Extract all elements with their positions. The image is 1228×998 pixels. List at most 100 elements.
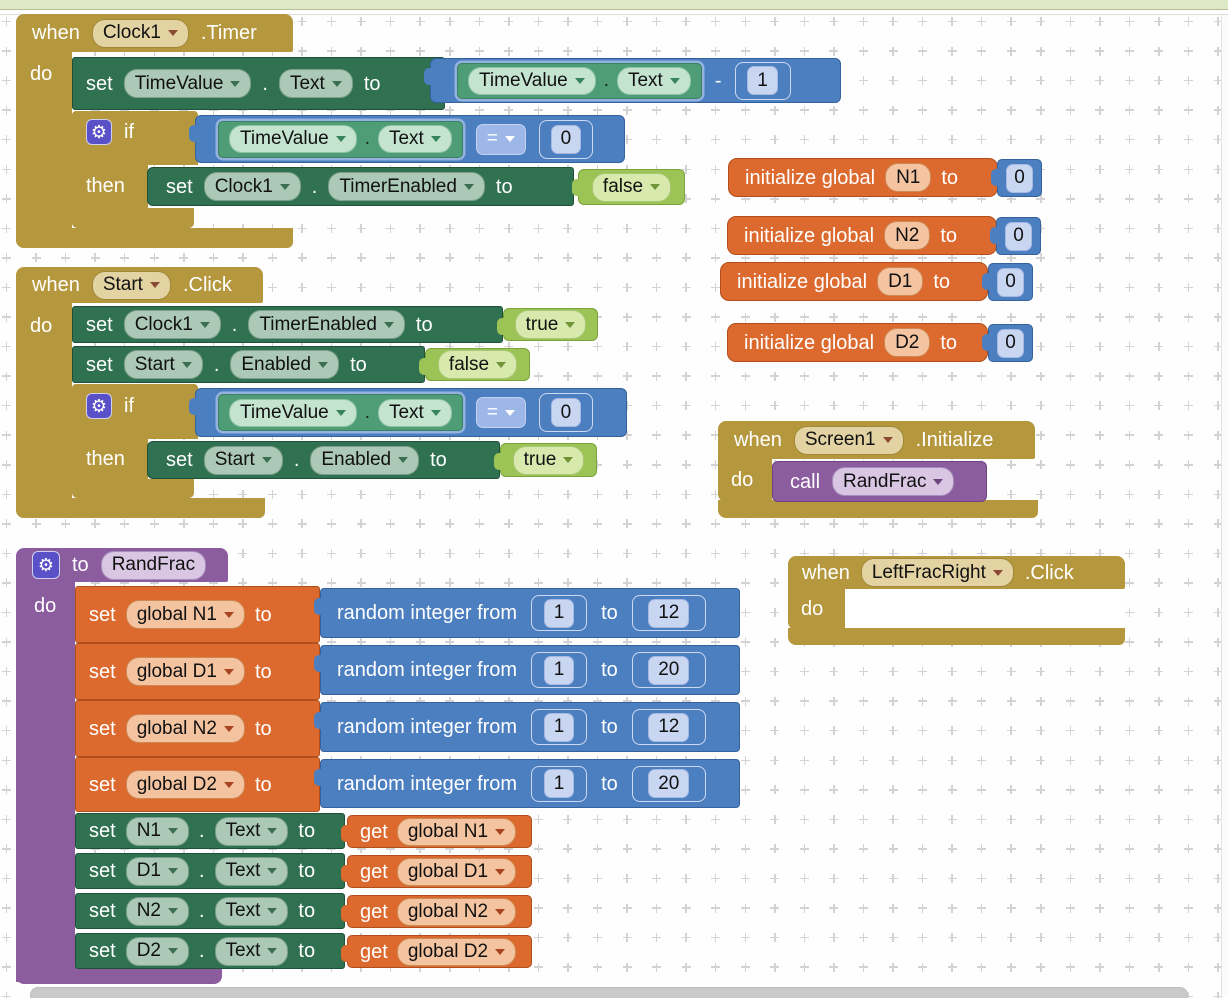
- event-header[interactable]: when LeftFracRight .Click: [788, 556, 1125, 589]
- set-component-text-block[interactable]: set N2 . Text to: [75, 893, 345, 929]
- mutator-gear-icon[interactable]: ⚙: [32, 551, 60, 579]
- value-socket[interactable]: 12: [631, 595, 706, 631]
- set-component-text-block[interactable]: set N1 . Text to: [75, 813, 345, 849]
- logic-dropdown-field[interactable]: true: [514, 310, 587, 339]
- variable-dropdown-field[interactable]: global N2: [125, 714, 245, 743]
- logic-dropdown-field[interactable]: false: [437, 350, 518, 379]
- variable-dropdown-field[interactable]: global N1: [396, 817, 517, 846]
- number-field[interactable]: 0: [1006, 163, 1033, 193]
- property-dropdown-field[interactable]: Enabled: [310, 445, 420, 475]
- procedure-header[interactable]: ⚙ to RandFrac: [16, 548, 228, 582]
- component-getter-block[interactable]: TimeValue . Text: [218, 394, 463, 431]
- logic-dropdown-field[interactable]: true: [512, 445, 585, 475]
- variable-dropdown-field[interactable]: global D1: [396, 857, 517, 886]
- procedure-left-column[interactable]: [16, 580, 75, 982]
- variable-dropdown-field[interactable]: global D1: [125, 657, 245, 686]
- value-socket[interactable]: 1: [531, 709, 588, 745]
- property-dropdown-field[interactable]: Text: [377, 125, 452, 153]
- number-field[interactable]: 12: [648, 598, 690, 628]
- logic-dropdown-field[interactable]: false: [591, 172, 672, 202]
- mutator-gear-icon[interactable]: ⚙: [86, 119, 112, 145]
- procedure-dropdown-field[interactable]: RandFrac: [832, 467, 955, 496]
- component-dropdown-field[interactable]: TimeValue: [123, 69, 252, 98]
- event-block-bottom-bar[interactable]: [788, 628, 1125, 645]
- operator-dropdown-field[interactable]: =: [475, 397, 526, 428]
- operator-dropdown-field[interactable]: =: [475, 123, 526, 155]
- event-block-bottom-bar[interactable]: [16, 498, 265, 518]
- value-socket[interactable]: 1: [531, 652, 588, 688]
- if-block-bottom-bar[interactable]: [72, 208, 194, 228]
- property-dropdown-field[interactable]: Text: [377, 398, 452, 427]
- number-value-block[interactable]: 0: [982, 263, 1033, 301]
- value-socket[interactable]: 0: [538, 393, 593, 432]
- value-socket[interactable]: 1: [531, 595, 588, 631]
- get-global-block[interactable]: get global N1: [341, 815, 532, 848]
- number-field[interactable]: 1: [543, 598, 575, 628]
- component-dropdown-field[interactable]: TimeValue: [229, 125, 357, 153]
- variable-name-field[interactable]: D2: [884, 328, 931, 357]
- number-field[interactable]: 0: [550, 398, 582, 427]
- subtraction-expression-block[interactable]: TimeValue . Text - 1: [424, 58, 841, 103]
- component-dropdown-field[interactable]: N1: [125, 816, 189, 846]
- value-socket[interactable]: 1: [734, 61, 791, 100]
- event-header[interactable]: when Screen1 .Initialize: [718, 421, 1035, 459]
- value-socket[interactable]: 20: [631, 652, 706, 688]
- init-global-block[interactable]: initialize global N1 to: [728, 158, 998, 197]
- number-field[interactable]: 20: [648, 655, 690, 685]
- variable-name-field[interactable]: D1: [877, 267, 924, 296]
- set-timerenabled-block[interactable]: set Clock1 . TimerEnabled to: [147, 167, 574, 206]
- if-block-left-column[interactable]: [72, 163, 148, 209]
- set-global-block[interactable]: set global N2 to: [75, 700, 320, 757]
- property-dropdown-field[interactable]: Text: [214, 936, 289, 966]
- property-dropdown-field[interactable]: Text: [214, 856, 289, 886]
- number-field[interactable]: 1: [543, 712, 575, 742]
- event-block-bottom-bar[interactable]: [718, 500, 1038, 518]
- vertical-scrollbar-track[interactable]: [1221, 15, 1228, 998]
- get-global-block[interactable]: get global D1: [341, 855, 532, 888]
- number-field[interactable]: 12: [648, 712, 690, 742]
- property-dropdown-field[interactable]: TimerEnabled: [248, 310, 405, 339]
- set-start-enabled-block[interactable]: set Start . Enabled to: [72, 346, 425, 383]
- variable-dropdown-field[interactable]: global N2: [396, 897, 517, 926]
- component-getter-block[interactable]: TimeValue . Text: [218, 120, 463, 158]
- procedure-name-field[interactable]: RandFrac: [100, 550, 207, 580]
- logic-true-block[interactable]: true: [494, 443, 597, 477]
- property-dropdown-field[interactable]: TimerEnabled: [328, 172, 485, 201]
- component-dropdown-field[interactable]: N2: [125, 896, 189, 926]
- property-dropdown-field[interactable]: Text: [616, 66, 691, 95]
- variable-dropdown-field[interactable]: global N1: [125, 600, 245, 629]
- value-socket[interactable]: 20: [631, 765, 706, 802]
- set-start-enabled-true-block[interactable]: set Start . Enabled to: [147, 441, 500, 479]
- logic-true-block[interactable]: true: [497, 308, 598, 341]
- component-dropdown-field[interactable]: Start: [91, 270, 171, 300]
- number-field[interactable]: 1: [543, 655, 575, 685]
- horizontal-scrollbar[interactable]: [30, 987, 1188, 998]
- component-dropdown-field[interactable]: D1: [125, 856, 189, 886]
- number-field[interactable]: 0: [550, 124, 582, 154]
- equals-comparison-block[interactable]: TimeValue . Text = 0: [189, 388, 627, 437]
- property-dropdown-field[interactable]: Text: [214, 816, 289, 846]
- component-dropdown-field[interactable]: Clock1: [91, 18, 189, 48]
- component-dropdown-field[interactable]: Clock1: [123, 310, 221, 339]
- variable-dropdown-field[interactable]: global D2: [125, 770, 245, 799]
- number-value-block[interactable]: 0: [990, 217, 1041, 255]
- event-block-bottom-bar[interactable]: [16, 228, 293, 248]
- equals-comparison-block[interactable]: TimeValue . Text = 0: [189, 115, 625, 163]
- logic-false-block[interactable]: false: [572, 169, 685, 205]
- random-integer-block[interactable]: random integer from 1 to 20: [314, 645, 740, 695]
- property-dropdown-field[interactable]: Enabled: [230, 350, 340, 379]
- component-getter-block[interactable]: TimeValue . Text: [457, 62, 702, 99]
- value-socket[interactable]: 0: [538, 119, 593, 159]
- value-socket[interactable]: 1: [531, 765, 588, 802]
- init-global-block[interactable]: initialize global D1 to: [720, 262, 988, 301]
- component-dropdown-field[interactable]: D2: [125, 936, 189, 966]
- if-block-bottom-bar[interactable]: [72, 479, 194, 498]
- random-integer-block[interactable]: random integer from 1 to 12: [314, 588, 740, 638]
- component-dropdown-field[interactable]: Start: [203, 445, 283, 475]
- number-field[interactable]: 20: [648, 769, 690, 798]
- variable-name-field[interactable]: N1: [885, 163, 932, 192]
- random-integer-block[interactable]: random integer from 1 to 12: [314, 702, 740, 752]
- empty-statement-socket[interactable]: [845, 589, 1125, 628]
- event-block-left-column[interactable]: [788, 587, 845, 630]
